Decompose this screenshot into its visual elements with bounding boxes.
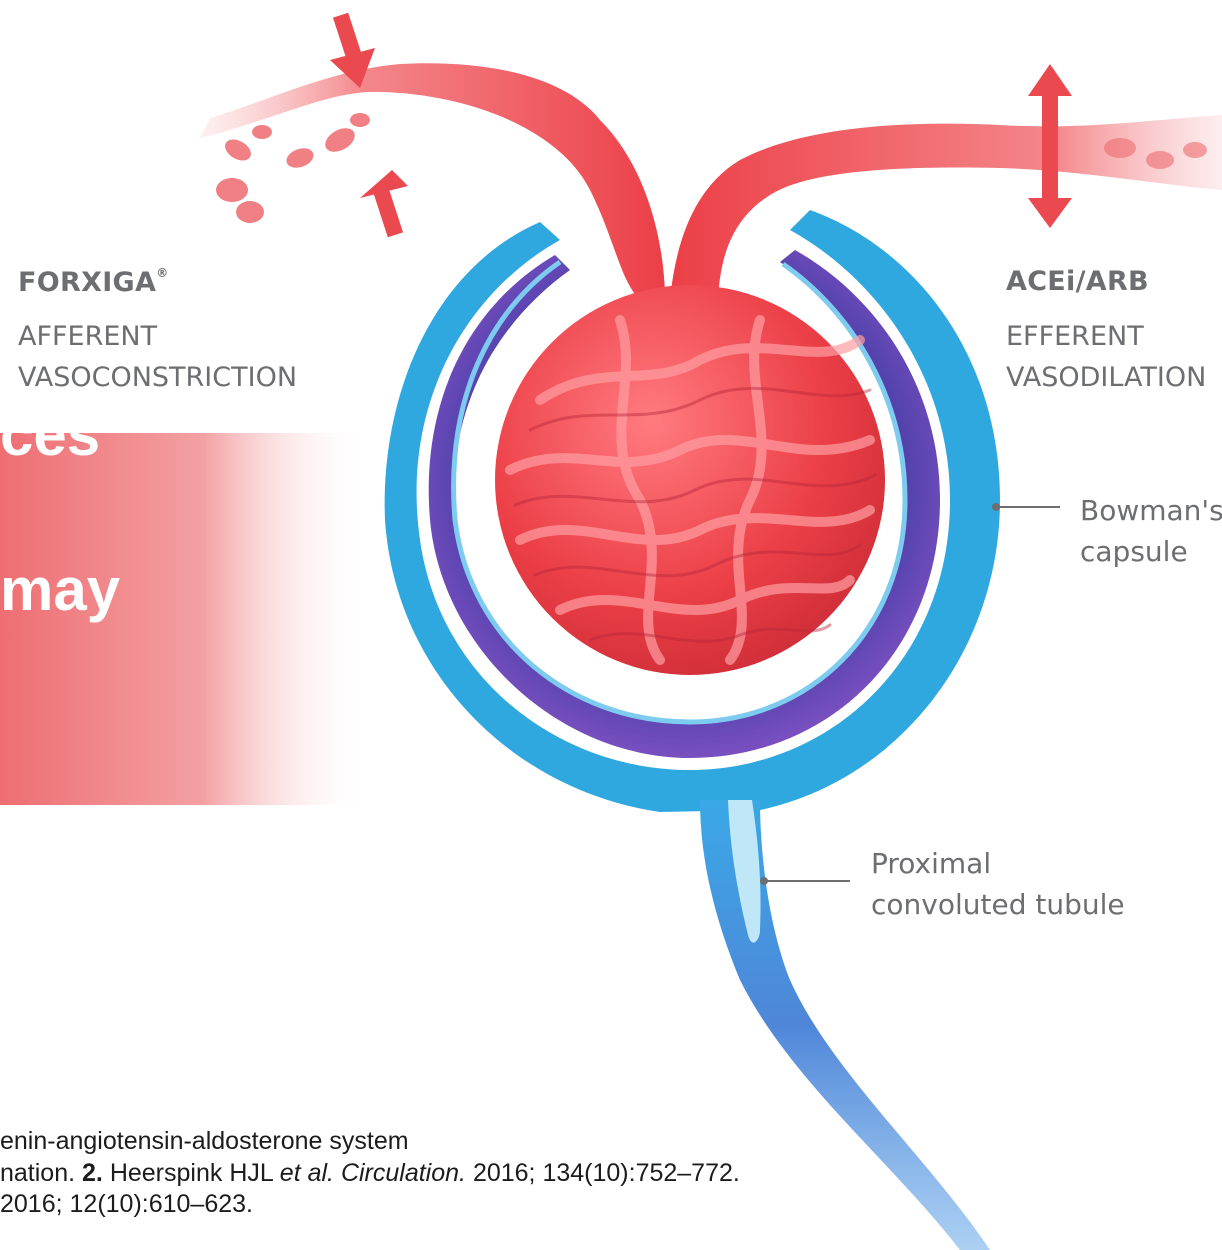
- right-mechanism-label: EFFERENT VASODILATION: [1006, 316, 1206, 398]
- right-mech-line-1: EFFERENT: [1006, 316, 1206, 357]
- registered-mark: ®: [156, 266, 168, 280]
- afferent-arteriole: [200, 63, 665, 300]
- bowman-line-2: capsule: [1080, 531, 1222, 572]
- bowman-capsule-label: Bowman's capsule: [1080, 490, 1222, 572]
- glomerular-tuft: [495, 285, 885, 675]
- bowman-leader-line: [992, 503, 1060, 511]
- red-blood-cells-left: [216, 113, 370, 223]
- left-mech-line-2: VASOCONSTRICTION: [18, 357, 297, 398]
- constriction-arrow-bottom: [360, 170, 408, 237]
- footnote-2-prefix: nation.: [0, 1159, 82, 1187]
- right-drug-label: ACEi/ARB: [1006, 266, 1149, 297]
- left-mech-line-1: AFFERENT: [18, 316, 297, 357]
- footnote-2-citation: 2016; 134(10):752–772.: [466, 1159, 740, 1187]
- footnote-line-2: nation. 2. Heerspink HJL et al. Circulat…: [0, 1158, 740, 1189]
- left-drug-label: FORXIGA®: [18, 266, 169, 298]
- left-mechanism-label: AFFERENT VASOCONSTRICTION: [18, 316, 297, 398]
- footnote-line-3: 2016; 12(10):610–623.: [0, 1189, 253, 1220]
- footnote-2-journal: et al. Circulation.: [280, 1159, 466, 1187]
- tubule-leader-line: [760, 877, 850, 885]
- tubule-line-2: convoluted tubule: [871, 884, 1125, 925]
- tubule-line-1: Proximal: [871, 843, 1125, 884]
- footnote-2-number: 2.: [82, 1159, 103, 1187]
- bowman-line-1: Bowman's: [1080, 490, 1222, 531]
- overlay-text-1: ces: [0, 400, 100, 469]
- footnote-line-1: enin-angiotensin-aldosterone system: [0, 1126, 409, 1157]
- tubule-label: Proximal convoluted tubule: [871, 843, 1125, 925]
- overlay-text-2: may: [0, 555, 120, 624]
- footnote-2-authors: Heerspink HJL: [103, 1159, 280, 1187]
- right-mech-line-2: VASODILATION: [1006, 357, 1206, 398]
- left-drug-name: FORXIGA: [18, 267, 156, 298]
